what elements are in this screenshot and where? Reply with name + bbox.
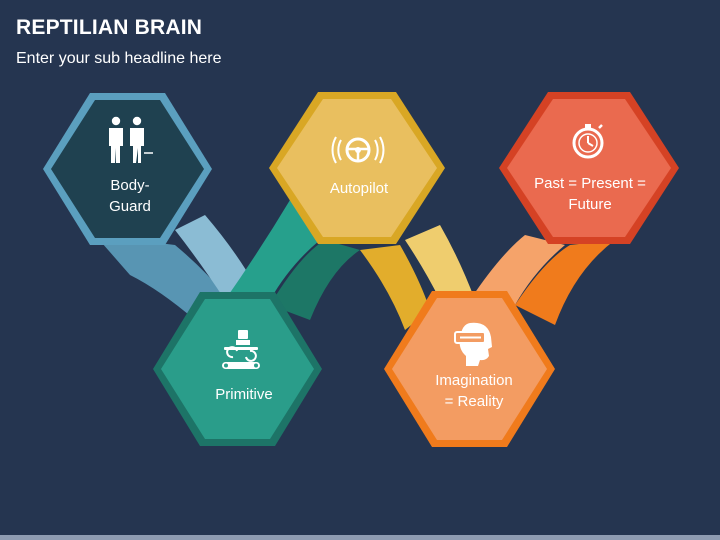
hexagon-autopilot[interactable] <box>269 92 445 244</box>
connector-bodyguard-primitive-light <box>175 215 255 300</box>
hexagon-imagination[interactable] <box>384 291 555 447</box>
conveyor-robot-icon <box>222 330 260 369</box>
label-imagination: Imagination = Reality <box>435 372 513 410</box>
connector-autopilot-imagination <box>360 245 430 330</box>
steering-wheel-icon <box>331 136 385 164</box>
bottom-bar <box>0 535 720 540</box>
connector-bodyguard-primitive <box>95 235 225 320</box>
connector-imagination-future-dark <box>515 240 615 325</box>
label-autopilot: Autopilot <box>329 180 389 197</box>
connector-primitive-autopilot-dark <box>270 240 360 320</box>
label-past-present-future: Past = Present = Future <box>534 175 646 213</box>
connector-imagination-future <box>470 235 565 305</box>
slide-title: REPTILIAN BRAIN <box>16 16 203 39</box>
label-primitive: Primitive <box>215 386 273 403</box>
label-body-guard: Body- Guard <box>109 177 151 215</box>
vr-headset-icon <box>454 322 492 366</box>
connector-primitive-autopilot <box>225 200 320 300</box>
bodyguard-icon <box>109 116 153 163</box>
connector-autopilot-imagination-light <box>405 225 475 300</box>
slide-subtitle: Enter your sub headline here <box>16 50 222 67</box>
stopwatch-icon <box>572 124 604 159</box>
connector-bands <box>95 200 615 330</box>
hexagon-body-guard[interactable] <box>43 93 212 245</box>
hexagon-past-present-future[interactable] <box>499 92 679 244</box>
